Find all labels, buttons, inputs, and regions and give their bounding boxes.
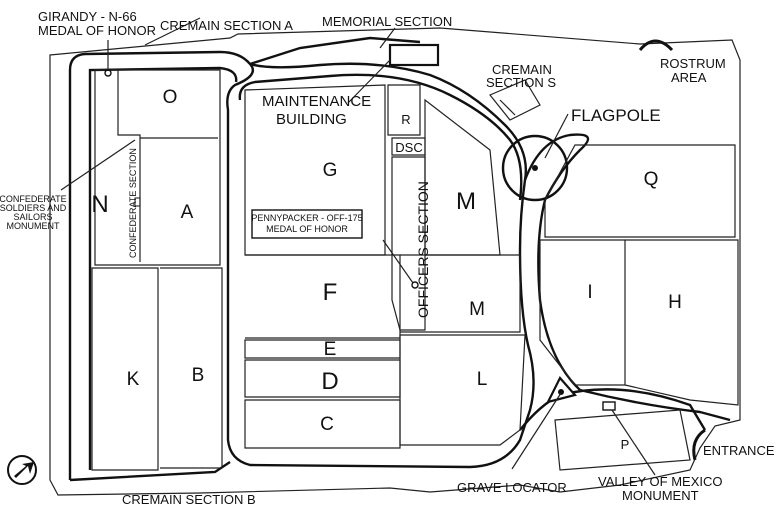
main-loop-road [68, 50, 535, 480]
section-r: R [401, 112, 410, 127]
entrance-label: ENTRANCE [703, 443, 775, 458]
pennypacker-marker [411, 281, 419, 289]
cremain-section-s-label-line2: SECTION S [486, 75, 556, 90]
north-arrow-icon [7, 455, 37, 485]
rostrum-label-line1: ROSTRUM [660, 56, 726, 71]
section-q: Q [644, 169, 659, 190]
pennypacker-label-line1: PENNYPACKER - OFF-175 [251, 213, 362, 223]
section-l: L [477, 369, 488, 390]
section-c: C [320, 414, 334, 435]
maintenance-building-label-line2: BUILDING [276, 111, 347, 128]
section-dsc: DSC [395, 140, 422, 155]
section-o: O [163, 87, 178, 108]
section-d: D [321, 368, 338, 395]
rostrum-label-line2: AREA [671, 70, 707, 85]
valley-of-mexico-label-line1: VALLEY OF MEXICO [598, 474, 723, 489]
flagpole-circle [501, 134, 569, 202]
pennypacker-label-box [251, 209, 363, 239]
pennypacker-label-line2: MEDAL OF HONOR [266, 224, 348, 234]
girandy-label-line2: MEDAL OF HONOR [38, 23, 156, 38]
confederate-monument-label-line4: MONUMENT [7, 221, 60, 231]
section-a: A [181, 202, 194, 223]
section-i: I [587, 282, 592, 303]
rostrum-shape [638, 39, 674, 52]
entrance-gate [692, 428, 706, 461]
section-k: K [127, 369, 140, 390]
girandy-label-line1: GIRANDY - N-66 [38, 9, 137, 24]
confederate-monument-marker [134, 197, 141, 207]
memorial-section-label: MEMORIAL SECTION [322, 14, 452, 29]
property-boundary [49, 27, 741, 496]
section-m-north: M [456, 188, 476, 215]
section-b: B [192, 365, 205, 386]
section-n: N [91, 191, 108, 218]
valley-monument-marker [602, 401, 616, 411]
cremain-section-a-label: CREMAIN SECTION A [160, 18, 293, 33]
maintenance-building [388, 43, 440, 67]
officers-section-label: OFFICERS SECTION [415, 181, 431, 318]
cremain-section-s-label-line1: CREMAIN [492, 62, 552, 77]
grave-locator-label: GRAVE LOCATOR [457, 480, 567, 495]
valley-of-mexico-label-line2: MONUMENT [622, 488, 699, 503]
maintenance-building-label-line1: MAINTENANCE [262, 93, 371, 110]
section-p: P [621, 437, 630, 452]
section-g: G [323, 160, 338, 181]
flagpole-label: FLAGPOLE [571, 106, 661, 125]
confederate-monument-label-line2: SOLDIERS AND [0, 203, 67, 213]
section-m-south: M [469, 299, 485, 320]
section-f: F [323, 279, 338, 306]
confederate-monument-label-line3: SAILORS [13, 212, 52, 222]
confederate-section-label: CONFEDERATE SECTION [128, 148, 138, 258]
cremain-section-b-label: CREMAIN SECTION B [122, 492, 256, 507]
section-h: H [668, 292, 682, 313]
confederate-monument-label-line1: CONFEDERATE [0, 194, 67, 204]
section-e: E [324, 339, 337, 360]
